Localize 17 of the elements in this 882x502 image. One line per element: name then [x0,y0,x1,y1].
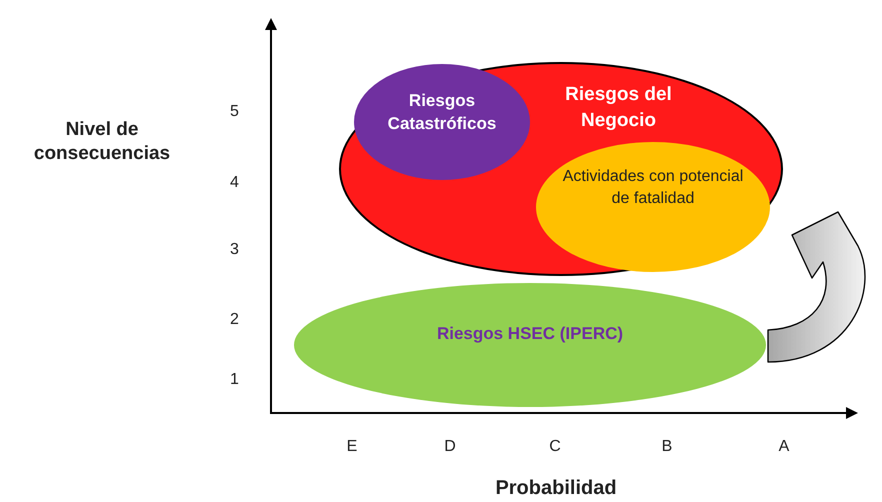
region-label: Riesgos Catastróficos [386,90,498,135]
curved-block-arrow [767,211,866,363]
axis-tick-label: 5 [230,102,240,122]
axis-tick-label: 4 [230,173,240,193]
axis-tick-label: E [346,437,358,457]
axis-tick-label: 3 [230,240,240,260]
axis-tick-label: D [443,437,457,457]
axis-tick-label: A [778,437,790,457]
axis-tick-label: 1 [230,370,240,390]
region-label: Riesgos del Negocio [564,83,673,133]
axis-title: Probabilidad [494,476,618,501]
axis-tick-label: B [660,437,674,457]
axis-title: Nivel de consecuencias [32,118,172,166]
axis-tick-label: C [548,437,562,457]
region-label: Riesgos HSEC (IPERC) [436,323,624,345]
axis-tick-label: 2 [230,310,240,330]
region-label: Actividades con potencial de fatalidad [562,167,744,209]
